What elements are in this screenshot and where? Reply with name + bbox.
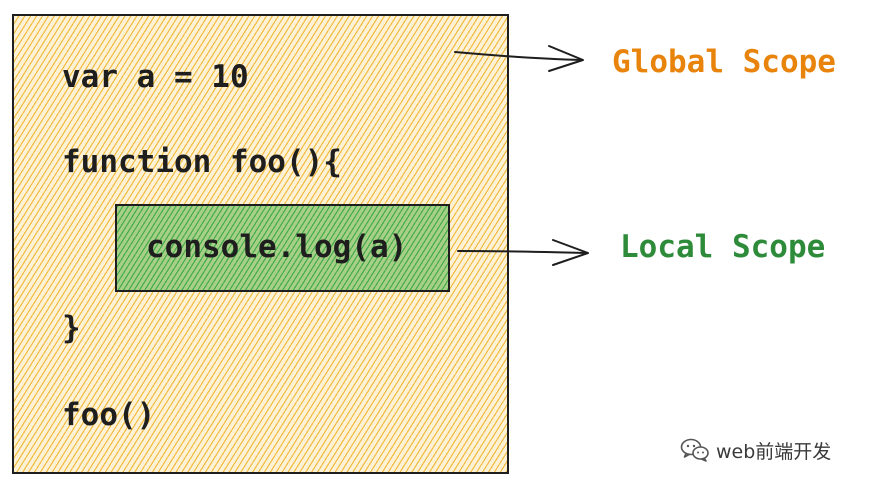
- global-arrow: [454, 45, 584, 72]
- code-line-call: foo(): [62, 397, 156, 433]
- wechat-icon: [680, 438, 709, 462]
- local-arrow: [457, 239, 589, 266]
- code-line-var: var a = 10: [62, 59, 249, 95]
- code-line-close-brace: }: [62, 310, 81, 346]
- watermark-text: web前端开发: [716, 440, 832, 463]
- watermark: web前端开发: [680, 436, 831, 464]
- code-line-function: function foo(){: [62, 144, 342, 180]
- code-line-console-log: console.log(a): [146, 229, 408, 265]
- local-scope-box: [115, 204, 450, 292]
- local-scope-label: Local Scope: [620, 229, 826, 265]
- global-scope-label: Global Scope: [612, 44, 836, 80]
